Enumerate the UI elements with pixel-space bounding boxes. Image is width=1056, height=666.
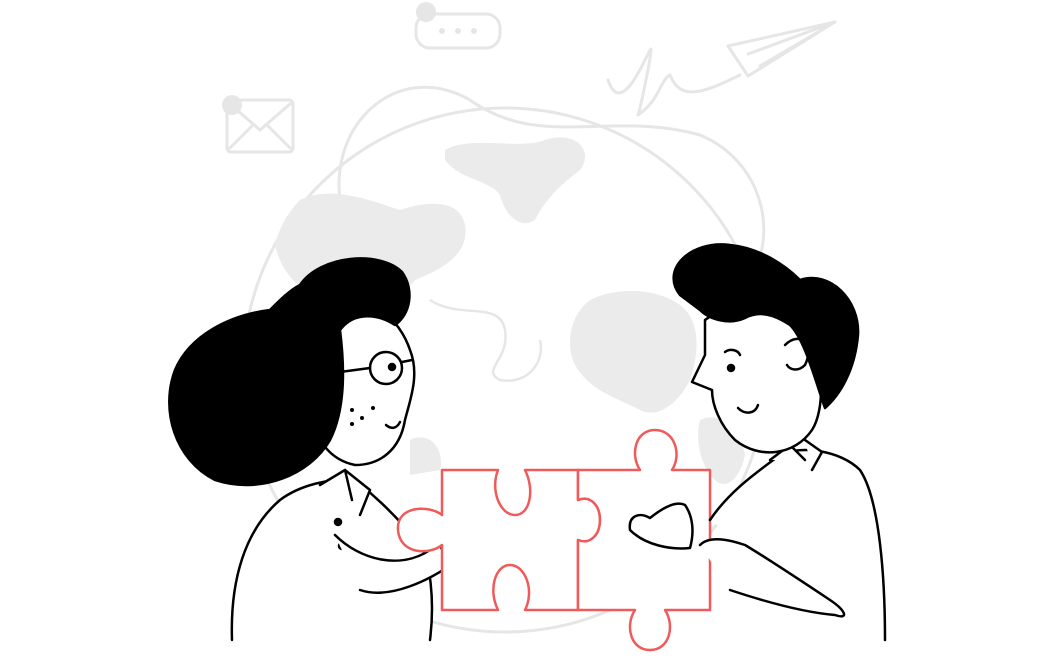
woman-hair (168, 257, 411, 487)
chat-bubble-icon (414, 2, 502, 50)
glasses-icon (338, 350, 414, 386)
continent (570, 290, 697, 413)
background-decor (222, 2, 837, 282)
eyebrow (723, 348, 742, 357)
paper-plane-icon (726, 20, 837, 78)
continent (445, 137, 586, 224)
woman-character (168, 257, 504, 642)
freckles (350, 406, 375, 426)
eye (726, 363, 736, 373)
mail-icon (222, 95, 295, 154)
eye (387, 362, 397, 372)
man-hand (628, 502, 694, 550)
man-body (708, 448, 887, 642)
shirt-button (333, 517, 343, 527)
woman-smile (384, 420, 402, 430)
puzzle-piece-left (396, 468, 602, 612)
man-smile (736, 403, 760, 414)
signature-scribble (606, 47, 742, 117)
woman-collar (318, 468, 372, 517)
man-character (628, 243, 887, 642)
route-line (429, 298, 543, 382)
man-arm (698, 538, 846, 618)
continent (410, 437, 441, 475)
orbit-line (337, 86, 766, 282)
man-hair (672, 243, 860, 410)
